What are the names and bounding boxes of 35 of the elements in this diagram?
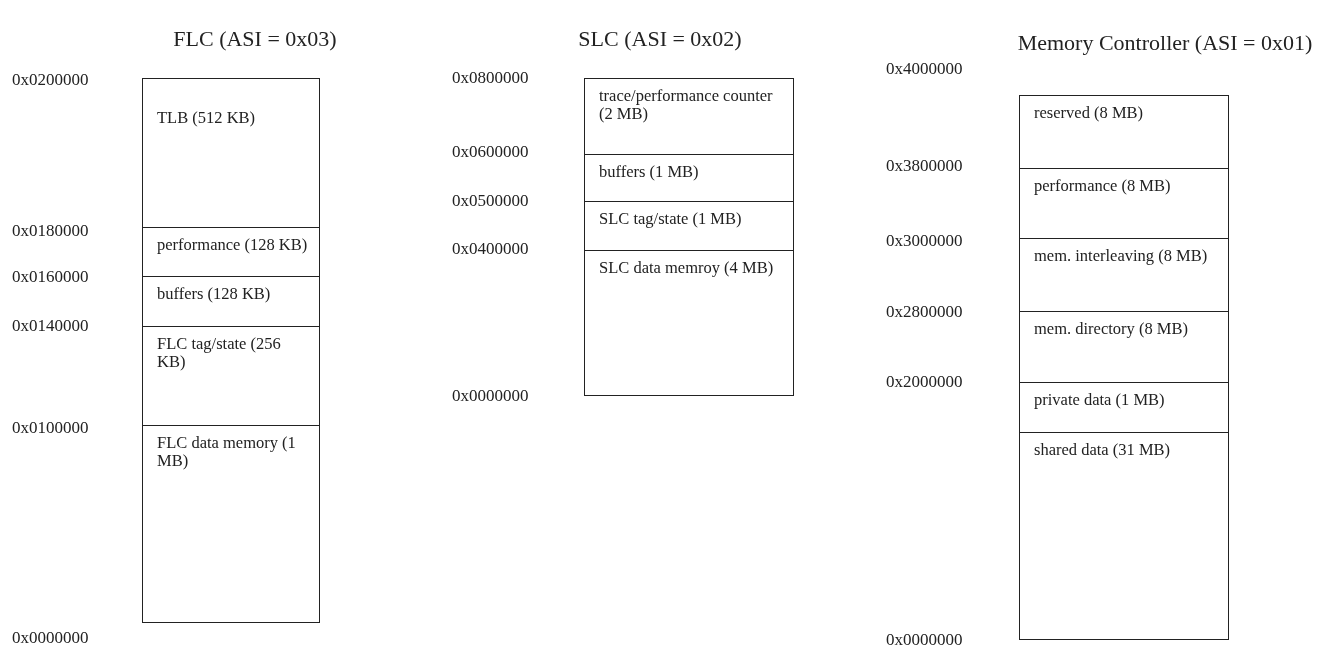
address-label: 0x0100000 bbox=[12, 418, 89, 438]
region-label: shared data (31 MB) bbox=[1034, 441, 1172, 460]
address-label: 0x0400000 bbox=[452, 239, 529, 259]
address-label: 0x0000000 bbox=[886, 630, 963, 650]
region-label: performance (128 KB) bbox=[157, 236, 309, 255]
address-label: 0x3000000 bbox=[886, 231, 963, 251]
address-label: 0x0000000 bbox=[12, 628, 89, 648]
region-label: buffers (1 MB) bbox=[599, 163, 700, 182]
region-label: FLC data memory (1 MB) bbox=[157, 434, 297, 471]
address-label: 0x0140000 bbox=[12, 316, 89, 336]
address-label: 0x0180000 bbox=[12, 221, 89, 241]
address-label: 0x0160000 bbox=[12, 267, 89, 287]
region-label: SLC data memroy (4 MB) bbox=[599, 259, 775, 278]
address-label: 0x0600000 bbox=[452, 142, 529, 162]
address-label: 0x2800000 bbox=[886, 302, 963, 322]
address-label: 0x0200000 bbox=[12, 70, 89, 90]
address-label: 0x2000000 bbox=[886, 372, 963, 392]
region-label: private data (1 MB) bbox=[1034, 391, 1166, 410]
region-label: mem. directory (8 MB) bbox=[1034, 320, 1189, 339]
region-label: buffers (128 KB) bbox=[157, 285, 272, 304]
address-label: 0x0800000 bbox=[452, 68, 529, 88]
column-heading: SLC (ASI = 0x02) bbox=[578, 26, 742, 52]
address-label: 0x4000000 bbox=[886, 59, 963, 79]
column-heading: FLC (ASI = 0x03) bbox=[173, 26, 337, 52]
region-label: FLC tag/state (256 KB) bbox=[157, 335, 282, 372]
column-heading: Memory Controller (ASI = 0x01) bbox=[1017, 30, 1313, 56]
region-label: SLC tag/state (1 MB) bbox=[599, 210, 743, 229]
address-label: 0x3800000 bbox=[886, 156, 963, 176]
region-label: mem. interleaving (8 MB) bbox=[1034, 247, 1209, 266]
region-label: TLB (512 KB) bbox=[157, 109, 257, 128]
region-label: reserved (8 MB) bbox=[1034, 104, 1145, 123]
address-label: 0x0500000 bbox=[452, 191, 529, 211]
address-label: 0x0000000 bbox=[452, 386, 529, 406]
region-label: trace/performance counter (2 MB) bbox=[599, 87, 774, 124]
region-label: performance (8 MB) bbox=[1034, 177, 1172, 196]
